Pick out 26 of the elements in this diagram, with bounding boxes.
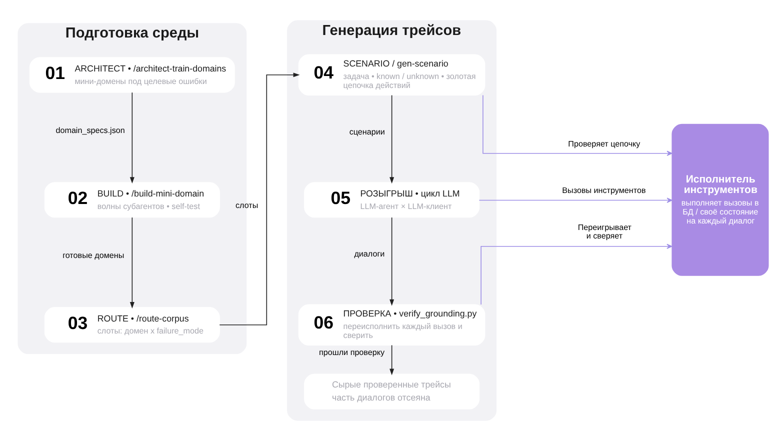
arrow [478,197,672,202]
node-box: 05 РОЗЫГРЫШ • цикл LLM LLM-агент × LLM-клиент [304,182,480,218]
arrow [390,216,394,306]
edge-label: Переигрывает и сверяет [578,222,632,240]
edge-label: слоты [236,200,258,210]
node-box: 03 ROUTE • /route-corpus слоты: домен x failure_mode [44,306,220,342]
arrow [480,243,672,304]
edge-label: сценарии [349,126,385,136]
edge-label: диалоги [354,249,385,258]
arrow [390,94,394,184]
arrow [482,94,672,156]
arrow [390,344,394,375]
node-box: Исполнитель инструментов выполняет вызовы в БД / своё состояние на каждый диалог [672,123,769,276]
node-box: 02 BUILD • /build-mini-domain волны субагентов • self-test [44,182,220,218]
edge-label: Вызовы инструментов [562,186,646,195]
node-box: Сырые проверенные трейсы часть диалогов отсеяна [304,373,480,409]
node-box: 04 SCENARIO / gen-scenario задача • known / unknown • золотая цепочка действий [298,54,486,96]
arrow [219,72,300,325]
arrow [130,216,134,308]
node-box: 06 ПРОВЕРКА • verify_grounding.py переисполнить каждый вызов и сверить [298,304,486,345]
edge-label: domain_specs.json [56,125,125,134]
arrow [130,92,134,184]
edge-label: готовые домены [62,250,124,260]
node-box: 01 ARCHITECT • /architect-train-domains мини-домены под целевые ошибки [29,56,235,92]
edge-label: прошли проверку [319,348,385,357]
edge-label: Проверяет цепочку [568,138,640,148]
